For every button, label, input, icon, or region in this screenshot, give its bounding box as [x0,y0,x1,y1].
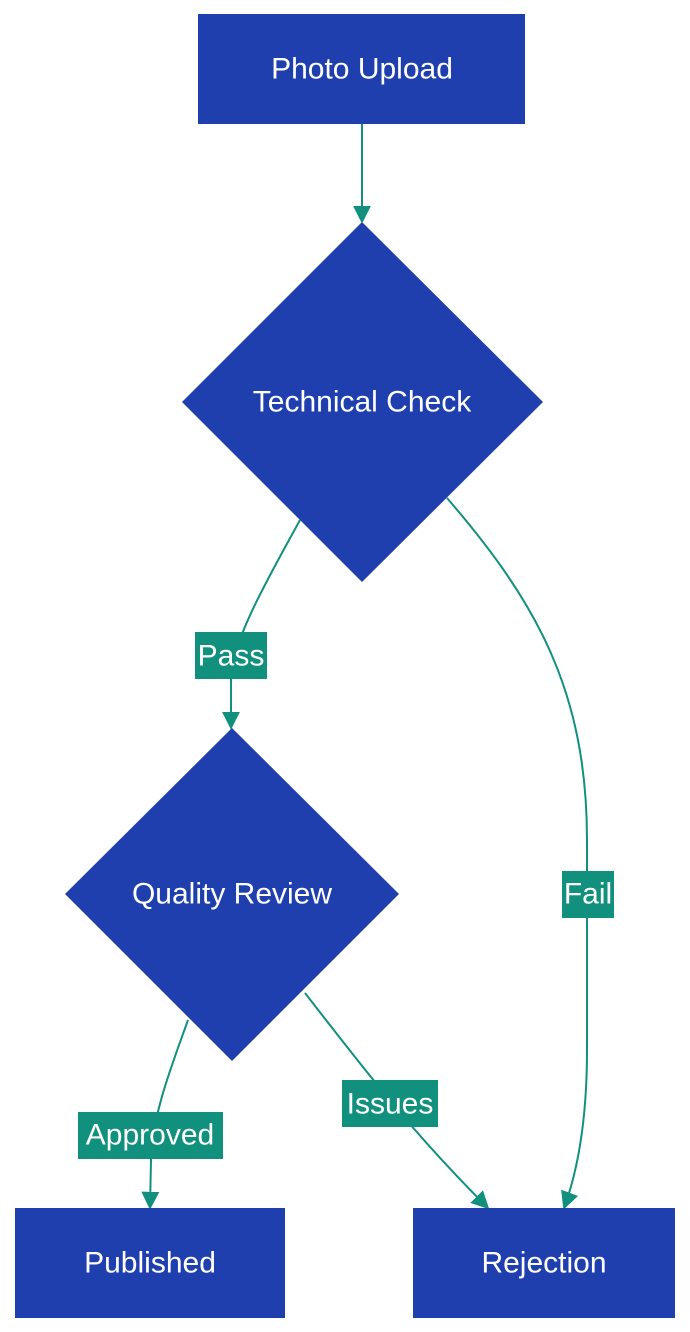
node-rejection-label: Rejection [481,1247,606,1280]
node-technical-check: Technical Check [182,222,543,582]
edge-label-approved: Approved [78,1112,223,1159]
node-photo-upload: Photo Upload [198,14,525,124]
edge-label-pass-text: Pass [198,640,265,673]
edge-label-fail-text: Fail [564,878,612,911]
edge-label-pass: Pass [195,632,267,679]
node-technical-check-label: Technical Check [253,386,472,419]
node-rejection: Rejection [413,1208,675,1318]
edge-check-fail [446,497,588,1210]
edge-label-approved-text: Approved [86,1119,214,1152]
node-quality-review-label: Quality Review [132,878,332,911]
edge-label-issues-text: Issues [347,1088,434,1121]
edge-label-issues: Issues [342,1080,438,1127]
node-photo-upload-label: Photo Upload [271,53,453,86]
edge-line-check-fail [446,497,588,1210]
edge-label-fail: Fail [562,871,614,918]
node-published-label: Published [84,1247,216,1280]
edge-line-check-pass [222,519,301,730]
node-quality-review: Quality Review [65,728,399,1061]
node-published: Published [15,1208,285,1318]
edge-check-pass [222,519,301,730]
